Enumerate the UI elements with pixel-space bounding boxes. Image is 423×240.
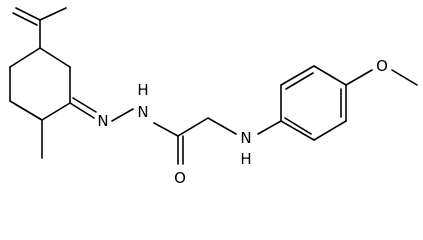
bond bbox=[284, 117, 312, 135]
bond bbox=[111, 108, 134, 122]
carbonyl-o-label: O bbox=[174, 169, 186, 187]
amine-n-label: N bbox=[240, 129, 251, 147]
bond bbox=[69, 102, 95, 119]
bond bbox=[14, 103, 41, 120]
hydrazone-linker bbox=[69, 97, 179, 137]
bond bbox=[39, 7, 67, 21]
bond bbox=[257, 120, 282, 135]
bond bbox=[72, 97, 97, 113]
hydrazide-h-label: H bbox=[137, 81, 148, 99]
bond bbox=[280, 65, 315, 86]
bond bbox=[345, 69, 373, 86]
bond bbox=[12, 12, 38, 26]
bond bbox=[280, 120, 315, 141]
bond bbox=[391, 69, 418, 86]
bond bbox=[153, 122, 179, 137]
bond bbox=[313, 120, 347, 141]
imine-n-label: N bbox=[97, 112, 108, 130]
isopropenyl-group bbox=[12, 7, 67, 49]
ether-o-label: O bbox=[376, 57, 388, 75]
bond bbox=[15, 7, 41, 21]
bond bbox=[207, 117, 237, 135]
bond bbox=[9, 47, 41, 68]
methoxyphenyl-ring bbox=[280, 65, 418, 141]
bond bbox=[313, 65, 347, 86]
amide-group bbox=[177, 117, 282, 165]
amine-h-label: H bbox=[240, 150, 251, 168]
bond bbox=[177, 117, 209, 137]
cyclohexene-ring bbox=[9, 47, 71, 159]
atom-labels: N H N O H N O bbox=[97, 57, 388, 187]
bond bbox=[41, 102, 71, 121]
chemical-structure: N H N O H N O bbox=[9, 7, 418, 187]
bond bbox=[285, 72, 314, 90]
bond bbox=[39, 47, 71, 68]
hydrazide-n-label: N bbox=[137, 103, 148, 121]
